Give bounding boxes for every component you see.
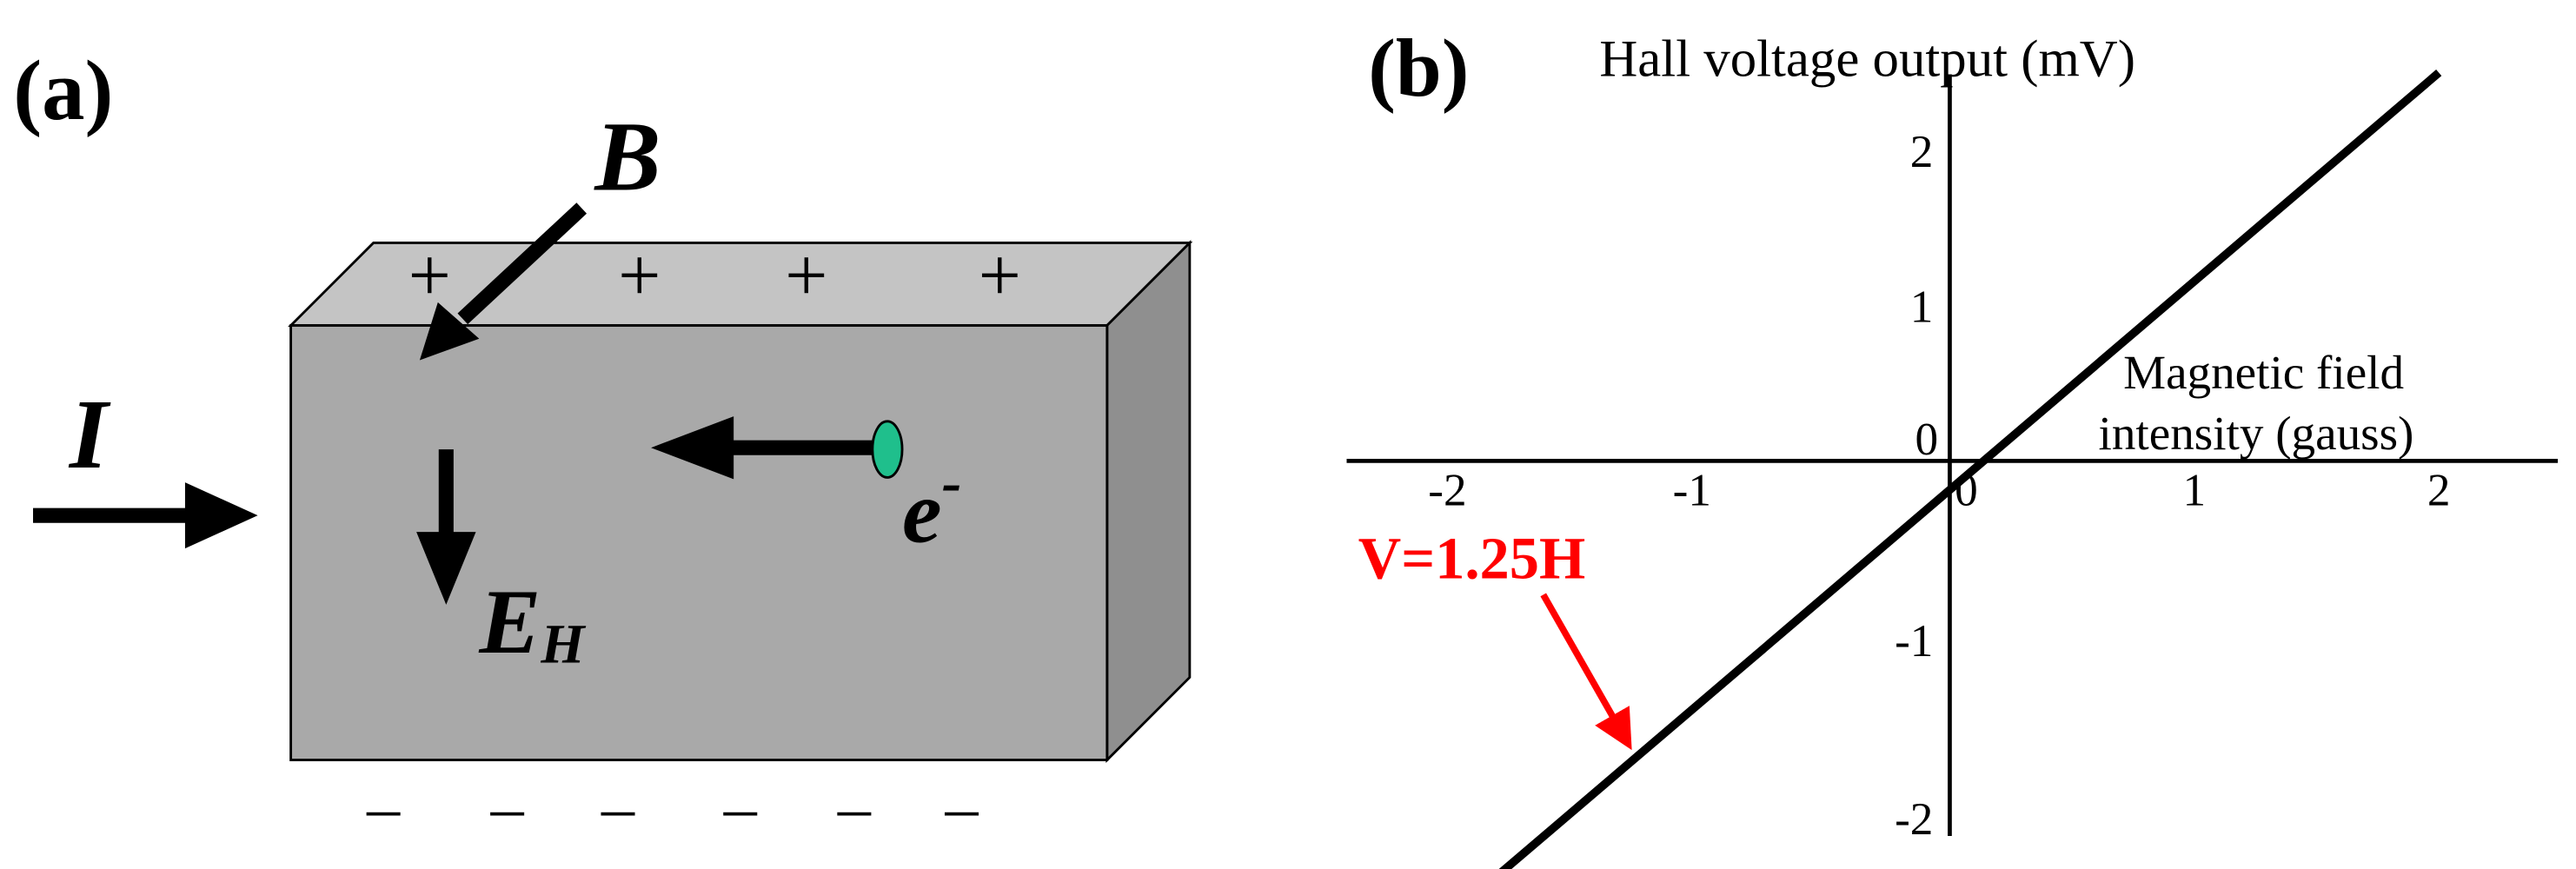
y-tick-labels: 2 1 -1 -2 [1895, 126, 1933, 845]
electron-icon [871, 420, 904, 479]
magnetic-field-label: B [593, 102, 661, 212]
arrow-head [651, 416, 734, 480]
y-axis-label: Hall voltage output (mV) [1599, 30, 2135, 88]
x-tick-labels: -2 -1 1 2 [1428, 465, 2450, 516]
hall-block [288, 240, 1193, 763]
negative-charge: – [490, 771, 525, 844]
x-tick-label: -2 [1428, 465, 1466, 516]
arrow-head [184, 482, 258, 549]
origin-label-x: 0 [1955, 465, 1978, 516]
block-side-face [1105, 240, 1192, 763]
equation-arrow [1540, 593, 1632, 751]
x-tick-label: 2 [2427, 465, 2451, 516]
panel-b-label: (b) [1368, 22, 1469, 114]
positive-charge: + [979, 233, 1021, 317]
negative-charge: – [723, 771, 758, 844]
positive-charge: + [618, 233, 661, 317]
y-tick-label: -2 [1895, 793, 1933, 845]
arrow-head [419, 302, 480, 361]
hall-field-arrow [416, 449, 476, 605]
panel-a: (a) + + + + – – – – – – I [13, 43, 1193, 844]
positive-charge: + [408, 233, 451, 317]
y-tick-label: 2 [1910, 126, 1934, 177]
series-layer [1498, 70, 2442, 869]
negative-charges: – – – – – – [366, 771, 979, 844]
x-axis-label: Magnetic field intensity (gauss) [2099, 346, 2416, 460]
current-label: I [68, 379, 111, 489]
magnetic-field-arrow [419, 202, 588, 361]
negative-charge: – [945, 771, 979, 844]
electron-arrow [651, 416, 880, 480]
arrow-head [416, 532, 476, 605]
negative-charge: – [366, 771, 401, 844]
panel-a-label: (a) [13, 43, 113, 138]
hall-field-label: EH [478, 571, 586, 674]
panel-b: (b) -2 -1 1 2 2 1 -1 -2 0 0 Hall voltage outpu… [1346, 22, 2559, 869]
hall-voltage-chart: -2 -1 1 2 2 1 -1 -2 0 0 Hall voltage output (m… [1346, 30, 2559, 869]
current-arrow [33, 482, 258, 549]
positive-charges: + + + + [408, 233, 1021, 317]
origin-label-y: 0 [1915, 414, 1939, 465]
y-tick-label: 1 [1910, 282, 1934, 333]
negative-charge: – [601, 771, 635, 844]
x-tick-label: 1 [2183, 465, 2207, 516]
series-line [1498, 70, 2442, 869]
x-tick-label: -1 [1673, 465, 1711, 516]
y-tick-label: -1 [1895, 615, 1933, 667]
equation-label: V=1.25H [1358, 525, 1585, 591]
block-front-face [289, 324, 1109, 761]
negative-charge: – [837, 771, 872, 844]
positive-charge: + [785, 233, 827, 317]
electron-label: e- [902, 449, 961, 562]
